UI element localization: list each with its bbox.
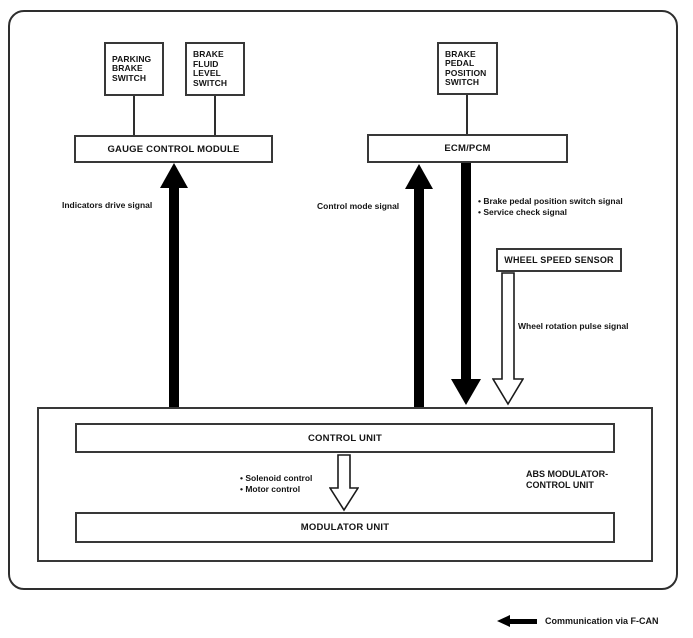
- ecm-pcm-box: ECM/PCM: [367, 134, 568, 163]
- control-mode-signal-label: Control mode signal: [317, 201, 400, 211]
- control-mode-arrow-shaft: [414, 188, 424, 407]
- gauge-control-module-box: GAUGE CONTROL MODULE: [74, 135, 273, 163]
- connector-fluid-to-gauge: [214, 96, 216, 135]
- connector-pedal-to-ecm: [466, 95, 468, 134]
- ecm-output-arrow-down-icon: [451, 379, 481, 405]
- control-unit-box: CONTROL UNIT: [75, 423, 615, 453]
- control-to-modulator-arrow-down-icon: [329, 454, 359, 512]
- indicators-drive-arrow-up-icon: [160, 163, 188, 188]
- parking-brake-switch-box: PARKING BRAKE SWITCH: [104, 42, 164, 96]
- brake-fluid-level-switch-box: BRAKE FLUID LEVEL SWITCH: [185, 42, 245, 96]
- connector-parking-to-gauge: [133, 96, 135, 135]
- ecm-output-signals-label: • Brake pedal position switch signal • S…: [478, 196, 623, 217]
- control-unit-output-label: • Solenoid control • Motor control: [240, 473, 313, 494]
- indicators-drive-signal-label: Indicators drive signal: [62, 200, 153, 210]
- f-can-arrow-shaft: [509, 619, 537, 624]
- f-can-legend-label: Communication via F-CAN: [545, 616, 659, 626]
- control-mode-arrow-up-icon: [405, 164, 433, 189]
- indicators-drive-arrow-shaft: [169, 187, 179, 407]
- wheel-rotation-arrow-down-icon: [492, 272, 524, 406]
- modulator-unit-box: MODULATOR UNIT: [75, 512, 615, 543]
- wheel-rotation-signal-label: Wheel rotation pulse signal: [518, 321, 629, 331]
- wheel-speed-sensor-box: WHEEL SPEED SENSOR: [496, 248, 622, 272]
- abs-modulator-control-unit-label: ABS MODULATOR- CONTROL UNIT: [526, 469, 609, 490]
- f-can-arrow-left-icon: [497, 615, 510, 627]
- brake-pedal-position-switch-box: BRAKE PEDAL POSITION SWITCH: [437, 42, 498, 95]
- ecm-output-arrow-shaft: [461, 163, 471, 379]
